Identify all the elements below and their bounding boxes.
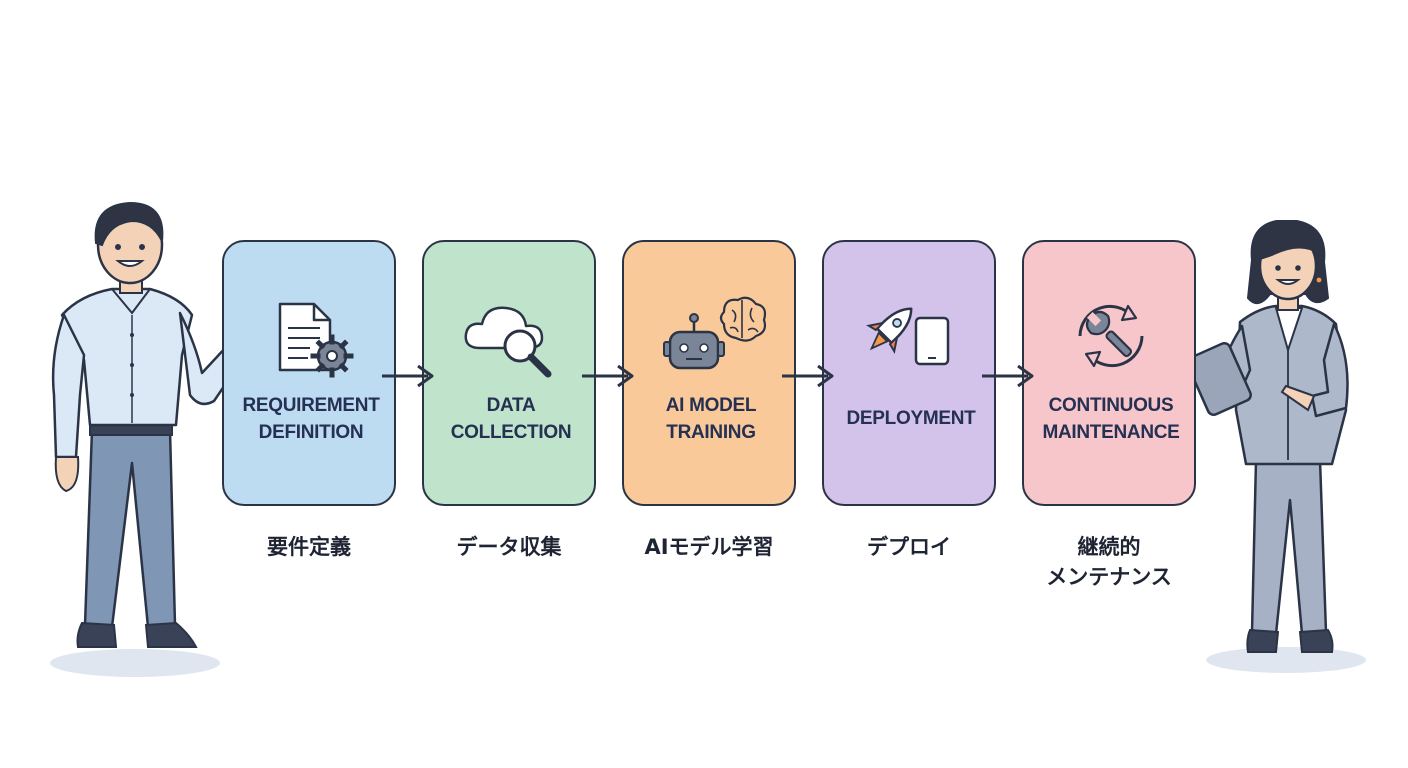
rocket-tablet-icon <box>866 307 950 366</box>
step-title: DEPLOYMENT <box>846 408 976 429</box>
arrow-right-icon <box>782 364 834 388</box>
step-label-jp: 要件定義 <box>267 535 351 559</box>
wrench-cycle-icon <box>1078 304 1144 368</box>
step-deployment: DEPLOYMENT <box>822 240 996 506</box>
arrow-right-icon <box>582 364 634 388</box>
arrow-right-icon <box>982 364 1034 388</box>
step-label-jp: デプロイ <box>867 535 951 559</box>
woman-with-tablet-illustration <box>1196 220 1366 673</box>
step-label-jp: AIモデル学習 <box>644 535 774 559</box>
document-gear-icon <box>278 302 354 378</box>
step-label-jp: データ収集 <box>456 535 562 559</box>
arrow-right-icon <box>382 364 434 388</box>
robot-brain-icon <box>663 296 767 370</box>
step-label-jp: 継続的メンテナンス <box>1046 535 1172 589</box>
man-pointing-illustration <box>50 201 250 677</box>
cloud-search-icon <box>464 306 552 378</box>
